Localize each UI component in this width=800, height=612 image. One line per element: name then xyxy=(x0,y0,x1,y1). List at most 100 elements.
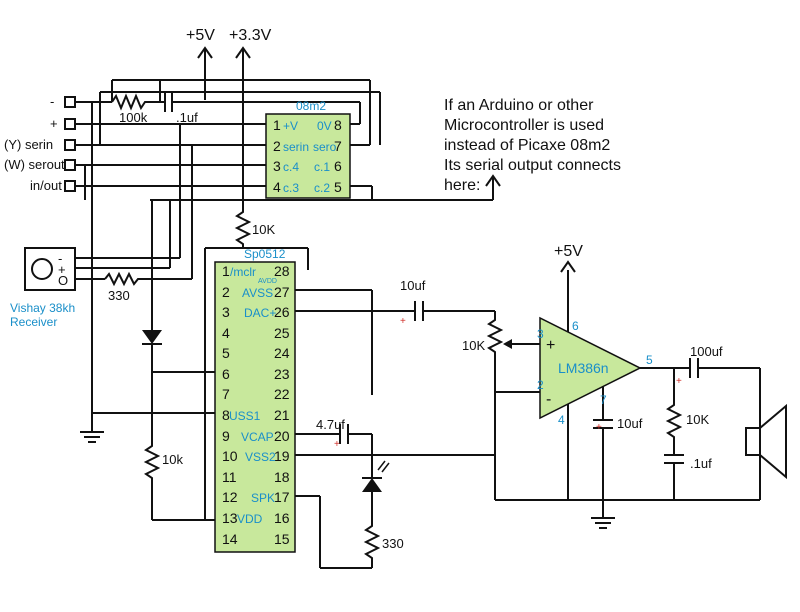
svg-text:DAC+: DAC+ xyxy=(244,306,276,320)
label-pot10k: 10K xyxy=(462,338,485,353)
note-line-2: Microcontroller is used xyxy=(444,117,604,134)
svg-text:SPK: SPK xyxy=(251,491,275,505)
ir-receiver xyxy=(24,124,193,291)
picaxe-fn-2: serin xyxy=(283,140,309,154)
lm386-pin4: 4 xyxy=(558,413,565,427)
terminal-label-serin: (Y) serin xyxy=(4,137,53,152)
lm386-pin7: 7 xyxy=(600,393,607,407)
label-r330-b: 330 xyxy=(382,536,404,551)
lm386-pin5: 5 xyxy=(646,353,653,367)
power-5v-amp-label: +5V xyxy=(554,243,583,260)
terminal-label-serout: (W) serout xyxy=(4,157,65,172)
picaxe-pin-1: 1 xyxy=(273,117,281,133)
arduino-note: If an Arduino or other Microcontroller i… xyxy=(444,97,621,194)
label-c10uf-amp: 10uf xyxy=(617,416,643,431)
power-3v3-arrow xyxy=(235,46,251,205)
picaxe-pin-7: 7 xyxy=(334,138,342,154)
svg-text:8: 8 xyxy=(222,407,230,423)
note-line-5: here: xyxy=(444,177,480,194)
svg-text:16: 16 xyxy=(274,510,290,526)
label-r10k-pullup: 10K xyxy=(252,222,275,237)
svg-text:27: 27 xyxy=(274,284,290,300)
terminal-serin[interactable] xyxy=(64,139,76,151)
svg-text:18: 18 xyxy=(274,469,290,485)
terminal-block xyxy=(64,96,76,192)
sp0512-right-wires xyxy=(295,289,495,569)
receiver-name-2: Receiver xyxy=(10,315,57,329)
power-5v-label: +5V xyxy=(186,27,215,44)
lm386-pin6: 6 xyxy=(572,319,579,333)
note-arrow xyxy=(485,174,501,187)
note-line-4: Its serial output connects xyxy=(444,157,621,174)
svg-text:26: 26 xyxy=(274,304,290,320)
svg-text:VCAP: VCAP xyxy=(241,430,274,444)
svg-text:24: 24 xyxy=(274,345,290,361)
svg-text:23: 23 xyxy=(274,366,290,382)
sp0512-left-pins: 1 2 3 4 5 6 7 8 9 10 11 12 13 14 xyxy=(222,263,238,547)
terminal-plus[interactable] xyxy=(64,118,76,130)
receiver-name: Vishay 38kh xyxy=(10,301,75,315)
picaxe-pin-5: 5 xyxy=(334,179,342,195)
svg-text:2: 2 xyxy=(222,284,230,300)
svg-text:VDD: VDD xyxy=(237,512,263,526)
svg-text:1: 1 xyxy=(222,263,230,279)
picaxe-08m2-chip xyxy=(265,113,351,199)
power-3v3-label: +3.3V xyxy=(229,27,272,44)
led xyxy=(362,434,390,520)
sp0512-right-pins: 28 27 26 25 24 23 22 21 20 19 18 17 16 1… xyxy=(274,263,290,547)
polarity-c10uf-amp: + xyxy=(596,422,602,433)
terminal-serout[interactable] xyxy=(64,159,76,171)
capacitor-10uf-input xyxy=(414,301,495,321)
picaxe-name: 08m2 xyxy=(296,99,326,113)
ground-right xyxy=(591,517,615,529)
receiver-pin-minus: - xyxy=(58,251,62,266)
sp0512-chip xyxy=(214,261,296,553)
picaxe-pin-8: 8 xyxy=(334,117,342,133)
lm386-pin3: 3 xyxy=(537,327,544,341)
picaxe-fn-3: c.4 xyxy=(283,160,299,174)
picaxe-fn-7: sero xyxy=(313,140,337,154)
label-c1uf-out: .1uf xyxy=(690,456,712,471)
svg-text:VSS2: VSS2 xyxy=(245,450,276,464)
terminal-inout[interactable] xyxy=(64,180,76,192)
svg-text:USS1: USS1 xyxy=(229,409,261,423)
sp0512-functions: /mclr AVDD AVSS DAC+ USS1 VCAP VSS2 SPK … xyxy=(229,265,277,526)
terminal-label-inout: in/out xyxy=(30,178,62,193)
lm386-in-plus: + xyxy=(546,337,555,354)
sp0512-name: Sp0512 xyxy=(244,247,286,261)
polarity-c100uf: + xyxy=(676,376,682,387)
svg-text:11: 11 xyxy=(222,469,237,485)
picaxe-pins: 1 +V 2 serin 3 c.4 4 c.3 0V 8 sero 7 c.1… xyxy=(273,117,342,195)
capacitor-4-7uf xyxy=(339,424,372,444)
speaker xyxy=(745,403,787,480)
svg-text:15: 15 xyxy=(274,531,290,547)
ground-left xyxy=(80,431,104,443)
label-r330-a: 330 xyxy=(108,288,130,303)
picaxe-fn-6: c.1 xyxy=(314,160,330,174)
resistor-10k-pullup xyxy=(204,205,309,520)
receiver-pin-plus: + xyxy=(58,262,66,277)
note-line-3: instead of Picaxe 08m2 xyxy=(444,137,610,154)
svg-text:12: 12 xyxy=(222,489,238,505)
picaxe-pin-4: 4 xyxy=(273,179,281,195)
resistor-330-b xyxy=(363,520,381,568)
potentiometer-10k xyxy=(486,311,540,500)
svg-text:13: 13 xyxy=(222,510,238,526)
label-c100uf: 100uf xyxy=(690,344,723,359)
note-line-1: If an Arduino or other xyxy=(444,97,594,114)
svg-text:21: 21 xyxy=(274,407,290,423)
lm386-pin2: 2 xyxy=(537,378,544,392)
label-c1uf-top: .1uf xyxy=(176,110,198,125)
terminal-label-plus: + xyxy=(50,116,58,131)
svg-text:AVSS: AVSS xyxy=(242,286,273,300)
picaxe-fn-1: +V xyxy=(283,119,298,133)
terminal-minus[interactable] xyxy=(64,96,76,108)
svg-text:6: 6 xyxy=(222,366,230,382)
svg-text:4: 4 xyxy=(222,325,230,341)
output-network xyxy=(495,358,761,518)
svg-text:25: 25 xyxy=(274,325,290,341)
polarity-c10uf-input: + xyxy=(400,316,406,327)
picaxe-fn-8: 0V xyxy=(317,119,332,133)
svg-text:19: 19 xyxy=(274,448,290,464)
terminal-label-minus: - xyxy=(50,94,54,109)
